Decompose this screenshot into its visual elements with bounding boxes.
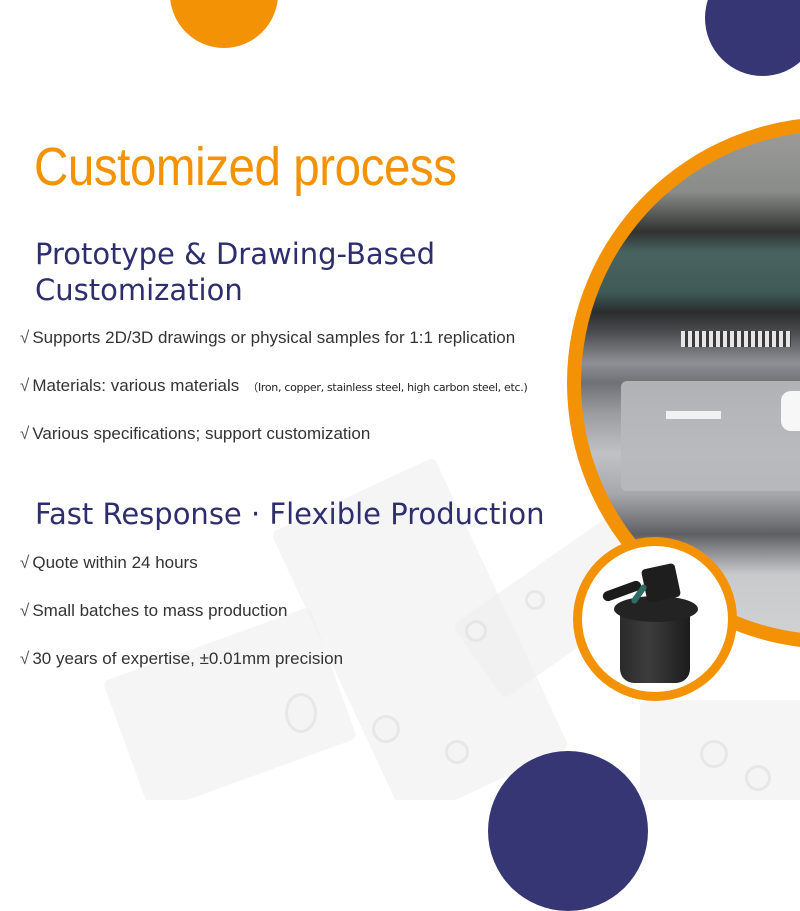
feature-text: 30 years of expertise, ±0.01mm precision <box>32 649 344 668</box>
decorative-navy-circle-bottom <box>488 751 648 911</box>
materials-note: （Iron, copper, stainless steel, high car… <box>247 381 528 394</box>
feature-item: √Materials: various materials （Iron, copp… <box>20 376 528 396</box>
heading-line-1: Prototype & Drawing-Based <box>35 237 435 271</box>
feature-text: Supports 2D/3D drawings or physical samp… <box>32 328 516 347</box>
check-icon: √ <box>20 328 30 347</box>
cowl-grille <box>681 331 791 347</box>
section-heading-customization: Prototype & Drawing-Based Customization <box>35 236 435 308</box>
feature-item: √Quote within 24 hours <box>20 553 198 573</box>
feature-text: Small batches to mass production <box>32 601 288 620</box>
check-icon: √ <box>20 376 30 395</box>
feature-item: √Small batches to mass production <box>20 601 287 621</box>
check-icon: √ <box>20 601 30 620</box>
feature-text: Materials: various materials <box>32 376 240 395</box>
feature-text: Quote within 24 hours <box>32 553 198 572</box>
engine-cover <box>621 381 800 491</box>
product-photo-frame <box>573 537 737 701</box>
check-icon: √ <box>20 553 30 572</box>
check-icon: √ <box>20 424 30 443</box>
section-heading-fast-response: Fast Response · Flexible Production <box>35 496 545 532</box>
heading-line-1: Fast Response · Flexible Production <box>35 497 545 531</box>
feature-item: √Supports 2D/3D drawings or physical sam… <box>20 328 515 348</box>
heading-line-2: Customization <box>35 273 243 307</box>
check-icon: √ <box>20 649 30 668</box>
decorative-navy-circle-top-right <box>705 0 800 76</box>
feature-text: Various specifications; support customiz… <box>32 424 371 443</box>
feature-item: √30 years of expertise, ±0.01mm precisio… <box>20 649 343 669</box>
evap-canister-product-photo <box>582 546 728 692</box>
page-title: Customized process <box>34 137 457 197</box>
feature-item: √Various specifications; support customi… <box>20 424 370 444</box>
decorative-orange-circle-top <box>170 0 278 48</box>
